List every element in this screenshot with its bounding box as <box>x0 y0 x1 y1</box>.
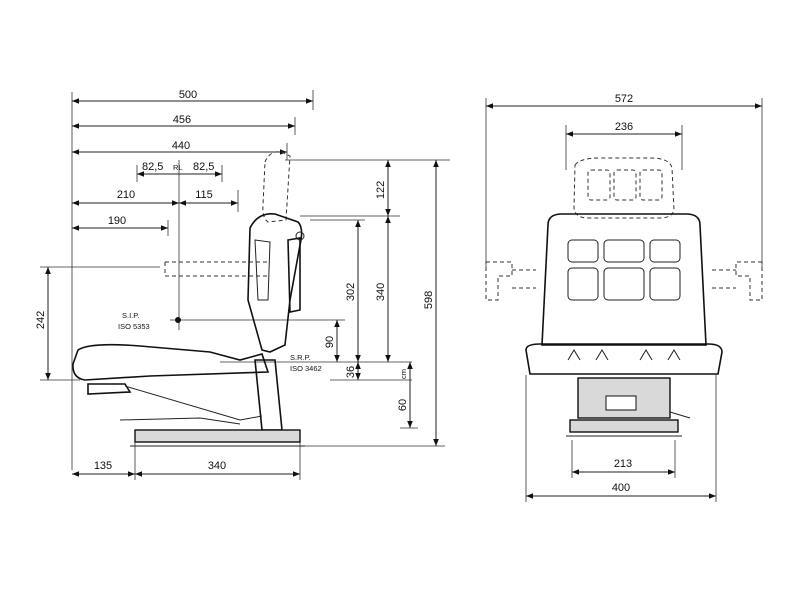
front-bracket <box>87 383 132 395</box>
dim-236-label: 236 <box>615 121 633 133</box>
dim-122: 122 <box>285 159 450 217</box>
srp-standard: ISO 3462 <box>290 364 322 373</box>
front-view: 572 236 213 400 <box>485 93 763 502</box>
dim-82-5-right-label: 82,5 <box>193 161 214 173</box>
armrest-left-dashed <box>485 261 513 301</box>
dim-302-label: 302 <box>345 283 357 301</box>
dim-500-label: 500 <box>179 89 197 101</box>
dim-340-vertical-label: 340 <box>375 283 387 301</box>
dim-340-vertical: 340 <box>375 216 391 362</box>
gas-strut <box>287 237 301 313</box>
rear-post <box>254 359 283 431</box>
dim-190-label: 190 <box>108 215 126 227</box>
dim-340-horizontal-label: 340 <box>208 460 226 472</box>
dim-213-label: 213 <box>614 458 632 470</box>
dim-302: 302 <box>310 219 365 362</box>
dim-572: 572 <box>485 93 763 270</box>
backrest-panel-3 <box>649 239 681 263</box>
sip-annotation: S.I.P. ISO 5353 <box>118 311 181 331</box>
strut-knob <box>295 231 305 241</box>
backrest-panel-5 <box>603 267 645 301</box>
dim-456-label: 456 <box>173 114 191 126</box>
armrest-left-link <box>512 269 536 289</box>
dim-90: 90 <box>170 319 345 362</box>
armrest-right-link <box>712 269 736 289</box>
dim-36: 36 <box>220 361 412 381</box>
dim-400: 400 <box>525 375 717 502</box>
headrest-side-dashed <box>262 151 291 223</box>
srp-annotation: S.R.P. ISO 3462 <box>290 353 322 373</box>
backrest-panel-6 <box>649 267 681 301</box>
dim-135: 135 <box>72 440 136 480</box>
dim-236: 236 <box>565 121 683 170</box>
side-view: 500 456 440 82,5 RL 82,5 210 11 <box>35 89 450 480</box>
srp-label: S.R.P. <box>290 353 311 362</box>
dim-82-5: 82,5 RL 82,5 <box>136 160 223 330</box>
backrest-front <box>541 213 707 346</box>
backrest-adjuster <box>254 239 271 301</box>
dim-400-label: 400 <box>612 482 630 494</box>
backrest-panel-4 <box>567 267 599 301</box>
dim-242-label: 242 <box>35 311 47 329</box>
dim-500: 500 <box>71 89 314 470</box>
adjust-lever <box>119 417 241 425</box>
armrest-right-dashed <box>735 261 763 301</box>
sip-standard: ISO 5353 <box>118 322 150 331</box>
dim-90-label: 90 <box>324 336 336 348</box>
dim-115-label: 115 <box>195 189 213 201</box>
dim-598-label: 598 <box>423 291 435 309</box>
headrest-front-dashed <box>573 157 675 219</box>
dim-210-label: 210 <box>117 189 135 201</box>
seat-cushion-front <box>525 343 723 375</box>
backrest-panel-2 <box>603 239 645 263</box>
headrest-pad-mid <box>613 169 637 201</box>
dim-213: 213 <box>571 440 676 478</box>
sip-label: S.I.P. <box>122 311 139 320</box>
headrest-pad-right <box>639 169 663 201</box>
dim-122-label: 122 <box>375 181 387 199</box>
dim-82-5-left-label: 82,5 <box>142 161 163 173</box>
dim-60-label: 60 <box>397 399 409 411</box>
dim-190: 190 <box>72 215 169 236</box>
suspension-lever <box>669 411 691 419</box>
suspension-housing <box>577 377 671 419</box>
backrest-panel-1 <box>567 239 599 263</box>
dim-36-label: 36 <box>345 366 357 378</box>
cushion-stitching <box>567 349 681 361</box>
seat-front-outline <box>485 157 763 437</box>
dim-242: 242 <box>35 266 160 381</box>
sip-point <box>175 317 181 323</box>
seat-side-outline <box>72 151 305 447</box>
dim-82-5-separator: RL <box>173 163 183 172</box>
dim-440: 440 <box>72 140 288 160</box>
dim-572-label: 572 <box>615 93 633 105</box>
dim-340-horizontal: 340 <box>135 440 301 480</box>
dim-115: 115 <box>179 189 239 212</box>
suspension-link <box>124 385 263 421</box>
dim-456: 456 <box>72 114 296 135</box>
armrest-side-dashed <box>164 261 268 277</box>
backrest-side <box>247 212 303 353</box>
dim-210: 210 <box>72 189 179 206</box>
dim-cm-label: cm <box>399 369 408 379</box>
suspension-adjuster <box>605 395 637 411</box>
dim-60-cm: 60 cm <box>397 362 418 429</box>
seat-cushion-side <box>72 343 270 381</box>
seat-base-front <box>569 419 679 433</box>
headrest-pad-left <box>587 169 611 201</box>
dim-440-label: 440 <box>172 140 190 152</box>
dim-135-label: 135 <box>94 460 112 472</box>
seat-base-side <box>134 429 301 443</box>
dim-598: 598 <box>290 160 445 447</box>
